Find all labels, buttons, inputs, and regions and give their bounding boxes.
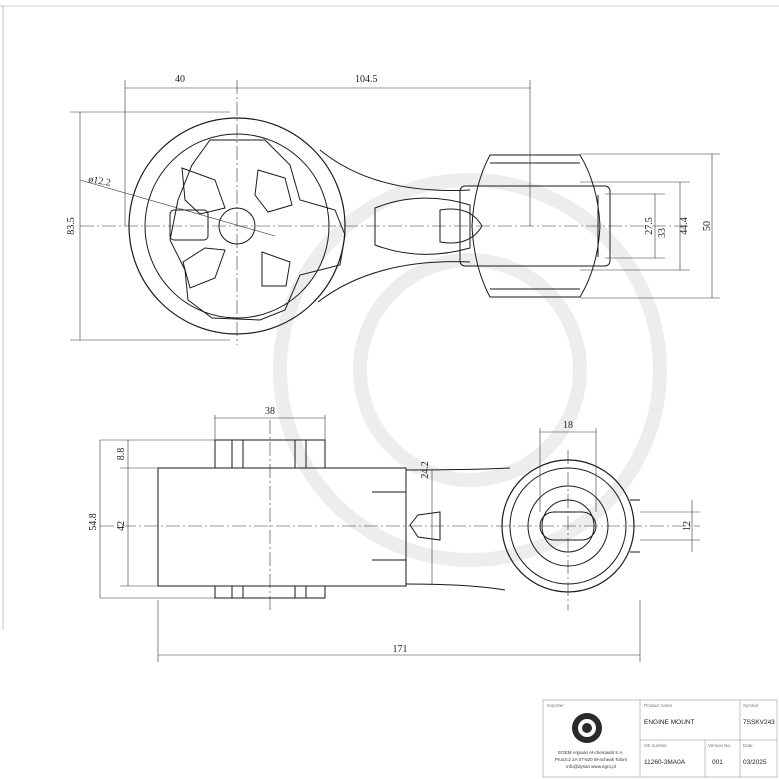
dim-38: 38 [265,406,275,417]
company-logo [572,713,602,743]
watermark-logo [273,173,667,567]
rubber-web [169,139,346,321]
side-arm-upper [405,467,511,471]
dim-83-5: 83.5 [66,217,77,235]
dim-171: 171 [393,644,408,655]
arm-upper-edge [319,149,471,191]
bushing-body [471,154,601,298]
company-line-1: EGEM Argiuan Al-chemaatit S.A. [558,750,624,755]
date-label: Date [743,743,753,748]
web-slot-4 [261,251,291,287]
arm-rib [374,197,471,255]
web-slot-2 [254,169,293,213]
product-name-value: ENGINE MOUNT [644,719,695,726]
dim-33: 33 [657,228,668,238]
web-slot-3 [182,247,226,289]
side-view-dimension-lines [99,415,700,662]
title-block [542,699,778,778]
dim-40: 40 [175,74,185,85]
dim-54-8: 54.8 [88,513,99,531]
oe-label: OE number [644,743,668,748]
arm-lower-edge [317,261,471,303]
dim-dia-12-2: ø12.2 [87,174,111,189]
dim-12: 12 [682,521,693,531]
dim-50: 50 [702,221,713,231]
dim-104-5: 104.5 [355,74,378,85]
company-line-2: Pruszcz 2A 07-520 W-ncheak Tolom [555,757,628,762]
symbol-label: Symbol [743,703,758,708]
version-value: 001 [712,759,723,766]
company-line-3: info@dysan.www.egro.pl [566,764,616,769]
dim-18: 18 [563,420,573,431]
symbol-value: 7SSKV243 [743,719,775,726]
dim-42: 42 [116,521,127,531]
web-slot-1 [181,167,226,215]
product-name-label: Product name [644,703,673,708]
title-block-frame [542,699,778,778]
date-value: 03/2025 [743,759,767,766]
oe-value: 11260-3MA0A [644,759,686,766]
dim-24-2: 24.2 [420,461,431,479]
importer-label: Importer [547,703,564,708]
side-arm-lower [405,583,506,591]
version-label: Version No. [708,743,731,748]
dim-27-5: 27.5 [644,217,655,235]
side-pocket [169,209,209,241]
top-view-dimension-lines [70,80,720,345]
dim-8-8: 8.8 [116,448,127,461]
dim-44-4: 44.4 [679,217,690,235]
